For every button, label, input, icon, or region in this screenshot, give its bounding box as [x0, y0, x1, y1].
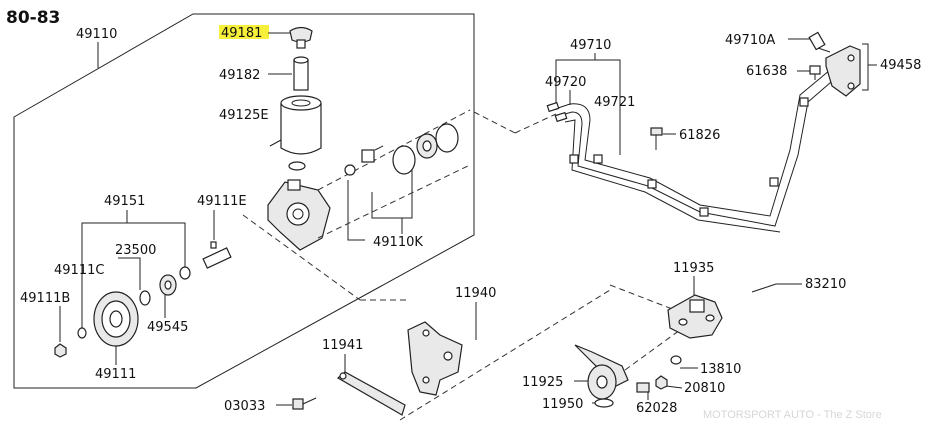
label-11941[interactable]: 11941 [322, 338, 363, 353]
bracket-dash-4 [609, 284, 681, 313]
label-11940[interactable]: 11940 [455, 286, 496, 301]
diagram-title: 80-83 [6, 8, 60, 28]
label-62028[interactable]: 62028 [636, 401, 677, 416]
bolt-03033[interactable] [292, 397, 317, 410]
bracket-dash-5 [624, 329, 681, 371]
reservoir-filter[interactable] [293, 56, 309, 91]
label-49182[interactable]: 49182 [219, 68, 260, 83]
label-11935[interactable]: 11935 [673, 261, 714, 276]
label-49110K[interactable]: 49110K [373, 235, 423, 250]
stud-83210[interactable] [751, 283, 777, 293]
leader-49151-bracket [81, 222, 186, 328]
leader-49458-bracket [862, 43, 869, 91]
reservoir-tank[interactable] [269, 95, 322, 155]
label-49125E[interactable]: 49125E [219, 108, 269, 123]
label-49458[interactable]: 49458 [880, 58, 921, 73]
pressure-hoses[interactable] [546, 69, 839, 233]
label-49721[interactable]: 49721 [594, 95, 635, 110]
hose-connection-dash-1 [473, 111, 516, 134]
idler-bracket-11935[interactable] [667, 294, 723, 339]
seal-kit[interactable] [344, 123, 459, 176]
label-49151[interactable]: 49151 [104, 194, 145, 209]
label-49181[interactable]: 49181 [221, 26, 262, 41]
pulley-assembly[interactable] [54, 241, 232, 358]
idler-pulley-11925[interactable] [574, 344, 629, 408]
bracket-dash-3 [399, 289, 611, 421]
label-49110[interactable]: 49110 [76, 27, 117, 42]
label-49111[interactable]: 49111 [95, 367, 136, 382]
label-61638[interactable]: 61638 [746, 64, 787, 79]
label-49111E[interactable]: 49111E [197, 194, 247, 209]
label-49111B[interactable]: 49111B [20, 291, 70, 306]
reservoir-cap[interactable] [289, 26, 313, 49]
hose-bracket-49458[interactable] [808, 31, 861, 97]
leader-49110K-a [347, 180, 365, 241]
hose-bolt-61826[interactable] [650, 127, 663, 150]
watermark: MOTORSPORT AUTO - The Z Store [703, 409, 882, 421]
label-83210[interactable]: 83210 [805, 277, 846, 292]
label-13810[interactable]: 13810 [700, 362, 741, 377]
label-61826[interactable]: 61826 [679, 128, 720, 143]
label-49111C[interactable]: 49111C [54, 263, 104, 278]
leader-23500 [118, 257, 141, 290]
label-11950[interactable]: 11950 [542, 397, 583, 412]
highlight-49181 [219, 25, 269, 39]
label-11925[interactable]: 11925 [522, 375, 563, 390]
leader-49110K-b [371, 170, 413, 219]
label-03033[interactable]: 03033 [224, 399, 265, 414]
label-49710[interactable]: 49710 [570, 38, 611, 53]
bracket-dash-1 [242, 214, 361, 301]
mounting-bracket-11940[interactable] [407, 321, 463, 396]
label-49720[interactable]: 49720 [545, 75, 586, 90]
pump-assembly-outline [13, 13, 475, 389]
pump-body[interactable] [267, 109, 471, 251]
leader-49710-bracket [555, 59, 621, 155]
label-49710A[interactable]: 49710A [725, 33, 775, 48]
washer-nut-set[interactable] [636, 355, 682, 393]
adjust-bar-11941[interactable] [336, 371, 406, 416]
label-49545[interactable]: 49545 [147, 320, 188, 335]
leader-20810 [665, 385, 683, 389]
hose-connection-dash-2 [514, 113, 557, 134]
label-20810[interactable]: 20810 [684, 381, 725, 396]
label-23500[interactable]: 23500 [115, 243, 156, 258]
